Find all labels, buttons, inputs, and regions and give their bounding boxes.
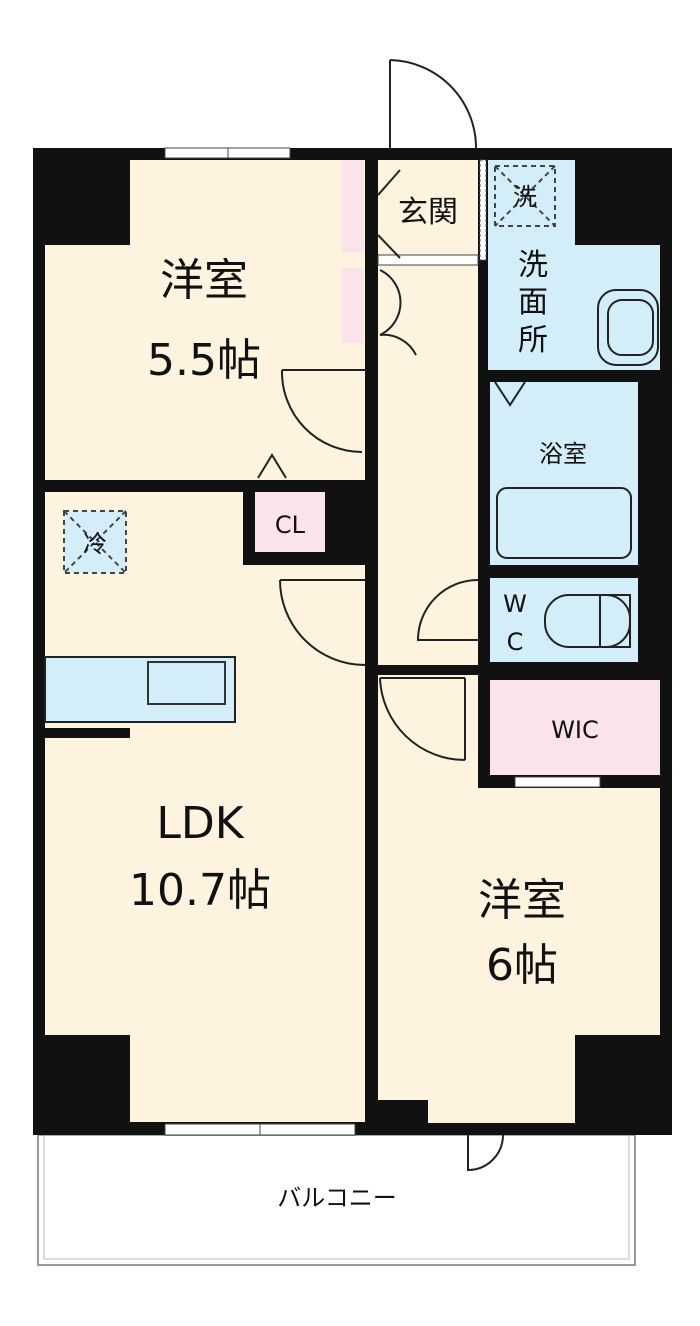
- wash-basin: [597, 289, 659, 366]
- balcony-label: バルコニー: [277, 1184, 397, 1212]
- hallway: [378, 160, 478, 665]
- room2-size: 6帖: [486, 940, 558, 991]
- closet-arrow: [257, 453, 287, 479]
- room1-name: 洋室: [160, 255, 248, 306]
- washroom-label-2: 面: [518, 285, 548, 320]
- room2-door: [379, 677, 466, 761]
- hall-lower: [378, 675, 478, 790]
- closet: [255, 492, 325, 552]
- storage-2: [342, 268, 364, 343]
- entry-door: [389, 59, 478, 151]
- kitchen-counter: [44, 656, 236, 723]
- room2-name: 洋室: [478, 875, 566, 926]
- closet-door: [379, 269, 417, 356]
- ldk-name: LDK: [156, 798, 244, 849]
- washroom-label-3: 所: [518, 323, 548, 358]
- bathtub: [496, 487, 632, 559]
- washroom-label-1: 洗: [518, 248, 548, 283]
- ldk-size: 10.7帖: [129, 865, 271, 916]
- wc-label-2: C: [507, 628, 524, 656]
- washer-label: 洗: [513, 183, 537, 211]
- fridge-label: 冷: [83, 530, 107, 558]
- room1-size: 5.5帖: [147, 335, 261, 386]
- balcony-door: [467, 1134, 504, 1172]
- bathroom: [490, 382, 638, 565]
- sink: [147, 661, 226, 705]
- western-room-2: [378, 788, 660, 1035]
- ldk: [45, 492, 243, 1122]
- wc-door: [416, 579, 479, 641]
- entrance-label: 玄関: [398, 195, 458, 230]
- storage-1: [342, 160, 364, 252]
- wic-label: WIC: [551, 716, 599, 744]
- balcony: [37, 1134, 636, 1266]
- walk-in-closet: [490, 680, 660, 775]
- room1-door: [280, 369, 365, 453]
- ldk-door: [279, 579, 366, 666]
- bathroom-label: 浴室: [539, 440, 587, 468]
- wc-label-1: W: [503, 590, 527, 618]
- closet-label: CL: [275, 511, 306, 539]
